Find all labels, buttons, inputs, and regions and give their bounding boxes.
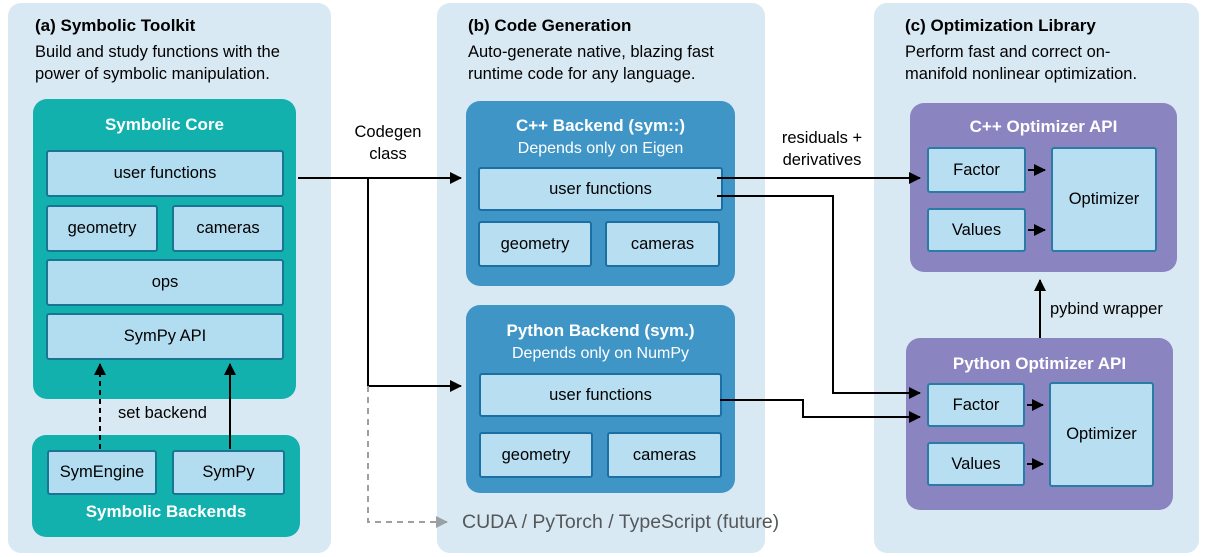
box-optimizer: Optimizer bbox=[1049, 382, 1154, 487]
box-user-functions: user functions bbox=[478, 167, 723, 211]
box-sympy: SymPy bbox=[172, 450, 285, 495]
python-backend-subtitle: Depends only on NumPy bbox=[512, 345, 689, 362]
box-geometry: geometry bbox=[479, 432, 593, 478]
box-factor: Factor bbox=[927, 147, 1026, 193]
box-geometry: geometry bbox=[478, 221, 592, 267]
panel-a-heading: (a) Symbolic Toolkit bbox=[35, 16, 196, 35]
box-optimizer: Optimizer bbox=[1051, 147, 1157, 252]
arrow-codegen-to-future bbox=[367, 386, 448, 528]
box-values: Values bbox=[927, 442, 1025, 486]
symbolic-core-title: Symbolic Core bbox=[104, 115, 225, 134]
python-optimizer-api-container: Python Optimizer API Factor Values Optim… bbox=[906, 338, 1173, 510]
cpp-optimizer-api-title: C++ Optimizer API bbox=[969, 117, 1118, 136]
cpp-backend-container: C++ Backend (sym::) Depends only on Eige… bbox=[466, 101, 735, 286]
panel-code-generation: (b) Code Generation Auto-generate native… bbox=[437, 3, 765, 553]
label-future-backends: CUDA / PyTorch / TypeScript (future) bbox=[462, 511, 780, 533]
panel-b-heading: (b) Code Generation bbox=[468, 16, 632, 35]
box-user-functions: user functions bbox=[479, 373, 722, 417]
symbolic-backends-title: Symbolic Backends bbox=[85, 502, 247, 521]
label-set-backend: set backend bbox=[118, 404, 207, 422]
python-backend-title: Python Backend (sym.) bbox=[506, 321, 695, 340]
panel-b-description: Auto-generate native, blazing fast runti… bbox=[468, 43, 714, 83]
label-pybind-wrapper: pybind wrapper bbox=[1050, 300, 1163, 318]
panel-optimization-library: (c) Optimization Library Perform fast an… bbox=[874, 3, 1199, 553]
box-cameras: cameras bbox=[605, 221, 720, 267]
label-residuals-derivatives: residuals + derivatives bbox=[781, 129, 863, 169]
python-optimizer-api-title: Python Optimizer API bbox=[952, 354, 1127, 373]
box-sympy-api: SymPy API bbox=[46, 313, 284, 360]
box-symengine: SymEngine bbox=[47, 450, 157, 495]
box-cameras: cameras bbox=[172, 205, 284, 252]
box-values: Values bbox=[927, 208, 1026, 252]
box-factor: Factor bbox=[927, 383, 1025, 427]
label-codegen-class: Codegen class bbox=[354, 123, 422, 163]
symbolic-backends-container: SymEngine SymPy Symbolic Backends bbox=[32, 435, 300, 537]
panel-c-heading: (c) Optimization Library bbox=[905, 16, 1096, 35]
panel-symbolic-toolkit: (a) Symbolic Toolkit Build and study fun… bbox=[8, 3, 331, 553]
panel-a-description: Build and study functions with the power… bbox=[35, 43, 280, 83]
box-geometry: geometry bbox=[46, 205, 158, 252]
box-ops: ops bbox=[46, 259, 284, 306]
python-backend-container: Python Backend (sym.) Depends only on Nu… bbox=[466, 305, 735, 493]
panel-c-description: Perform fast and correct on-manifold non… bbox=[905, 43, 1138, 83]
cpp-backend-title: C++ Backend (sym::) bbox=[515, 116, 686, 135]
cpp-backend-subtitle: Depends only on Eigen bbox=[517, 140, 684, 157]
symbolic-core-container: Symbolic Core user functions geometry ca… bbox=[33, 99, 296, 399]
box-user-functions: user functions bbox=[46, 150, 284, 197]
cpp-optimizer-api-container: C++ Optimizer API Factor Values Optimize… bbox=[910, 103, 1177, 272]
box-cameras: cameras bbox=[607, 432, 722, 478]
